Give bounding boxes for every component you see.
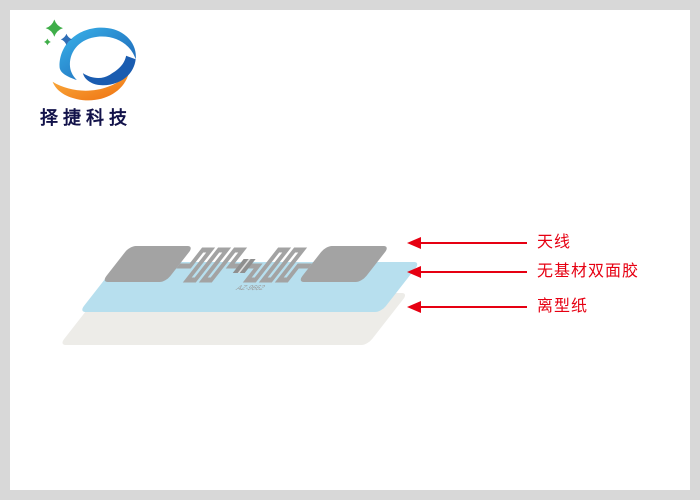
company-logo: [43, 19, 136, 101]
sparkle-star-blue-icon: [60, 33, 73, 45]
antenna-meander-right: [242, 247, 313, 283]
antenna-pad-left: [104, 246, 191, 282]
antenna-pad-right: [300, 246, 387, 282]
arrow-head-release-paper: [407, 301, 421, 313]
antenna-meander-left: [176, 247, 248, 283]
arrow-head-adhesive: [407, 266, 421, 278]
label-antenna: 天线: [537, 234, 572, 251]
logo-orange-swoosh: [52, 73, 129, 101]
logo-blue-swirl: [59, 27, 136, 81]
antenna-chip-slit: [237, 259, 251, 273]
label-adhesive: 无基材双面胶: [537, 263, 640, 280]
company-name: 择捷科技: [40, 108, 132, 128]
arrow-head-antenna: [407, 237, 421, 249]
logo-blue-inner-hook: [82, 55, 136, 86]
label-release-paper: 离型纸: [537, 298, 589, 315]
callout-arrows: [407, 237, 527, 313]
antenna-model-text: AZ-9662: [234, 284, 267, 292]
antenna-layer: AZ-9662: [104, 246, 387, 292]
sparkle-star-green-icon: [45, 19, 63, 37]
sparkle-star-small-icon: [43, 38, 51, 46]
